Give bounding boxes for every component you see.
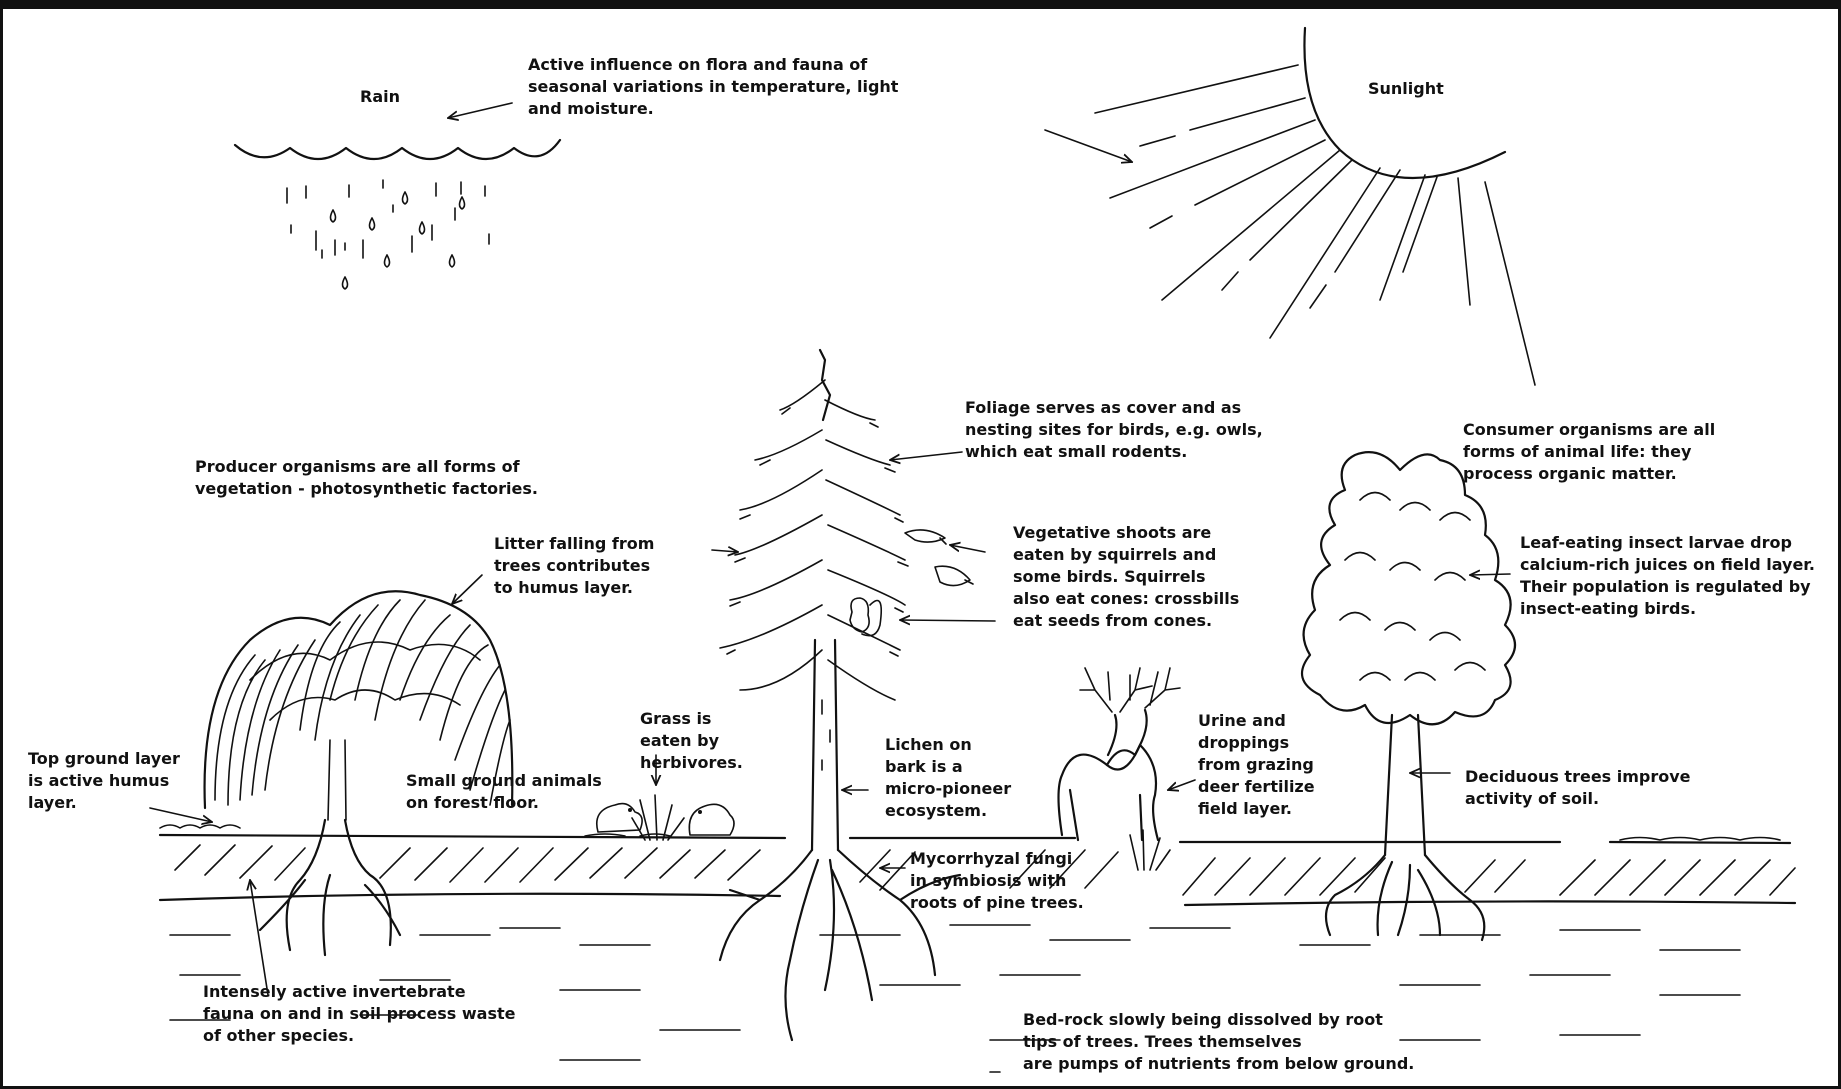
deciduous-tree <box>1302 452 1515 940</box>
squirrel-arrow <box>900 620 995 621</box>
litter-arrow <box>452 575 482 604</box>
lichen-text: Lichen on bark is a micro-pioneer ecosys… <box>885 734 1011 822</box>
mycorrhyzal-text: Mycorrhyzal fungi in symbiosis with root… <box>910 848 1084 914</box>
grass-tuft-icon <box>1130 830 1170 870</box>
deciduous-trees-text: Deciduous trees improve activity of soil… <box>1465 766 1691 810</box>
sunlight-label: Sunlight <box>1368 78 1444 100</box>
producer-organisms-text: Producer organisms are all forms of vege… <box>195 456 538 500</box>
leaf-eating-insects-text: Leaf-eating insect larvae drop calcium-r… <box>1520 532 1815 620</box>
squirrel-icon <box>850 598 881 636</box>
bedrock-text: Bed-rock slowly being dissolved by root … <box>1023 1009 1414 1075</box>
birds-icon <box>905 530 973 586</box>
rain-arrow <box>448 103 512 118</box>
consumer-organisms-text: Consumer organisms are all forms of anim… <box>1463 419 1715 485</box>
vegetative-shoots-text: Vegetative shoots are eaten by squirrels… <box>1013 522 1239 632</box>
deer-icon <box>1059 668 1181 840</box>
deer-arrow <box>1168 780 1195 790</box>
leaf-eating-arrow <box>1470 574 1510 575</box>
ground-surface <box>160 825 1790 843</box>
grass-tuft-icon <box>632 795 684 840</box>
litter-text: Litter falling from trees contributes to… <box>494 533 654 599</box>
foliage-arrow <box>890 452 962 460</box>
pine-tree <box>720 350 960 1040</box>
small-animals-text: Small ground animals on forest floor. <box>406 770 602 814</box>
pine-left-arrow <box>712 550 738 552</box>
rain-label: Rain <box>360 86 400 108</box>
foliage-text: Foliage serves as cover and as nesting s… <box>965 397 1263 463</box>
raindrops-icon <box>287 180 489 289</box>
sunlight-arrow <box>1045 130 1132 162</box>
rain-cloud-icon <box>235 140 560 159</box>
grass-text: Grass is eaten by herbivores. <box>640 708 743 774</box>
invertebrate-fauna-text: Intensely active invertebrate fauna on a… <box>203 981 515 1047</box>
urine-droppings-text: Urine and droppings from grazing deer fe… <box>1198 710 1315 820</box>
seasonal-influence-text: Active influence on flora and fauna of s… <box>528 54 898 120</box>
top-ground-layer-text: Top ground layer is active humus layer. <box>28 748 180 814</box>
birds-arrow <box>950 545 985 552</box>
